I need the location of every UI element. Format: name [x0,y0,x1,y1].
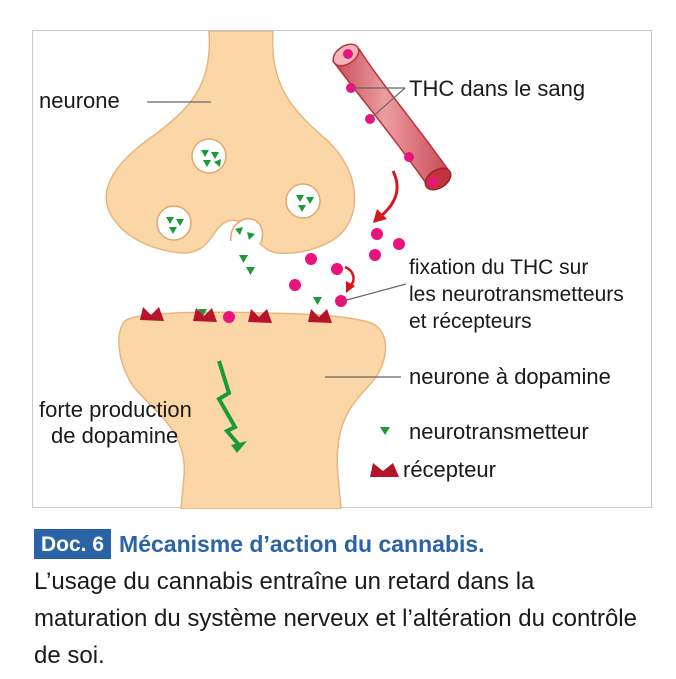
label-thc: THC dans le sang [409,76,585,101]
neurotransmitter [198,255,322,317]
legend-neurotransmitter-label: neurotransmetteur [409,419,589,444]
legend: neurotransmetteur récepteur [370,419,589,482]
caption-body: L’usage du cannabis entraîne un retard d… [34,568,637,669]
diagram-frame: neurone THC dans le sang fixation du THC… [32,30,652,509]
vesicle [285,183,321,219]
dopamine-neuron [118,311,387,509]
diffusion-arrow [373,170,399,223]
blood-vessel [331,43,452,191]
leader-lines [147,87,407,378]
label-fixation-line-1: fixation du THC sur [409,256,588,279]
doc-title: Mécanisme d’action du cannabis. [119,530,485,557]
legend-neurotransmitter-icon [380,427,390,435]
label-production-line-2: de dopamine [51,423,178,448]
synapse-diagram: neurone THC dans le sang fixation du THC… [39,31,624,509]
caption-header: Doc. 6 Mécanisme d’action du cannabis. [34,528,485,560]
doc-badge: Doc. 6 [34,529,112,559]
lightning-bolt [216,360,247,453]
label-fixation-line-3: et récepteurs [409,310,532,333]
vesicle [156,205,192,241]
label-neurone-dopamine: neurone à dopamine [409,364,611,389]
presynaptic-neuron [105,31,356,254]
receptor [140,307,332,323]
legend-receptor-icon [370,463,399,477]
label-production-line-1: forte production [39,397,192,422]
thc-molecule [223,228,405,323]
label-fixation-line-2: les neurotransmetteurs [409,283,624,306]
fusing-vesicle [230,218,264,244]
label-neurone: neurone [39,88,120,113]
fixation-arrow [344,265,355,293]
legend-receptor-label: récepteur [403,457,496,482]
vesicle [191,138,227,174]
